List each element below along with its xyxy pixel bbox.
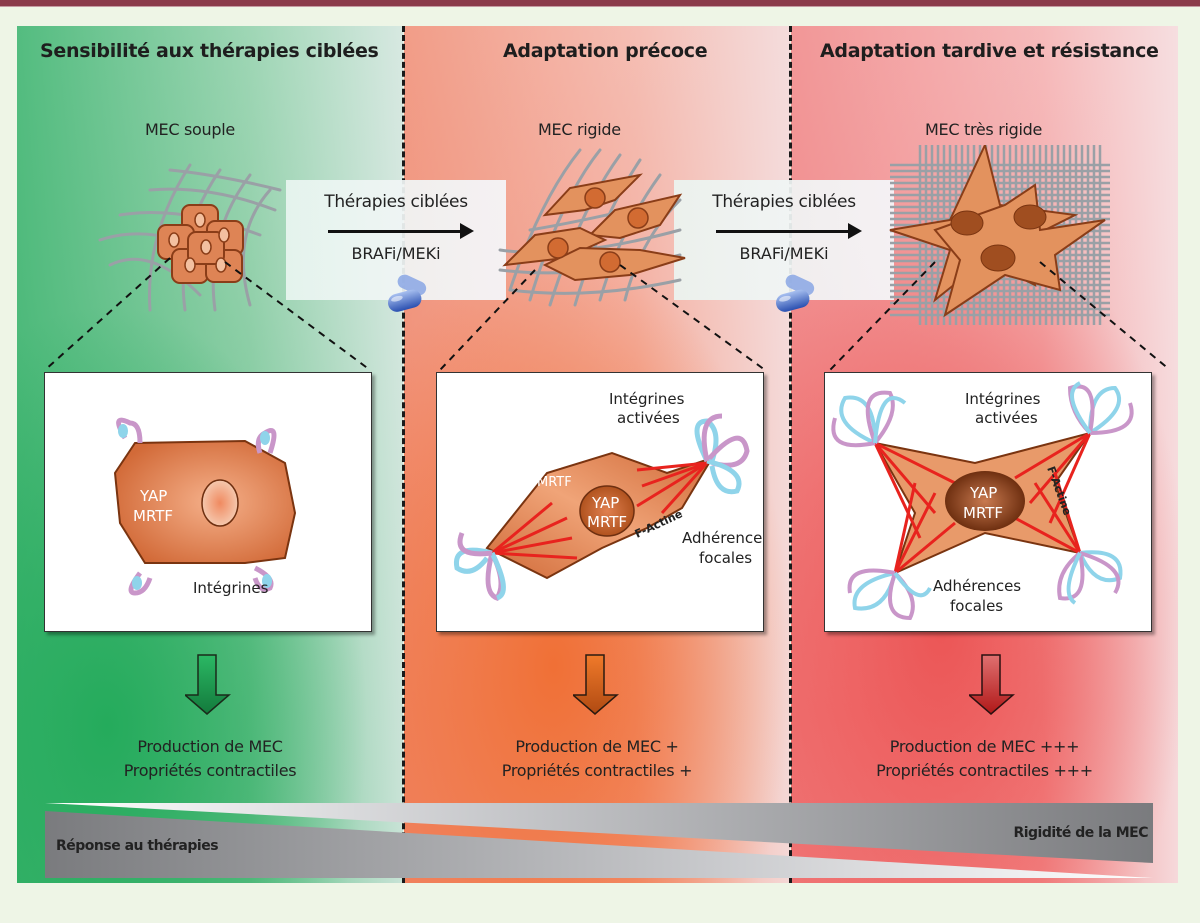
integrin-cluster-icon — [453, 413, 750, 601]
opposing-gradient-wedges — [45, 803, 1153, 878]
ecm-production: Production de MEC + — [515, 737, 679, 756]
contractile-properties: Propriétés contractiles + — [501, 761, 693, 780]
therapy-label: Thérapies ciblées — [324, 192, 468, 212]
outcome-text: Production de MEC + Propriétés contracti… — [404, 735, 790, 783]
integrins-activated-label: activées — [617, 409, 680, 427]
ecm-production: Production de MEC +++ — [889, 737, 1080, 756]
focal-adhesion-label: Adhérences — [933, 577, 1021, 595]
integrins-activated-label: Intégrines — [965, 390, 1041, 408]
header-bar — [0, 0, 1200, 7]
cell-cluster-very-rigid-ecm — [889, 145, 1110, 325]
inset-cell-rigid: YAP MRTF YAP MRTF Intégrines activées F-… — [436, 372, 764, 632]
contractile-properties: Propriétés contractiles — [123, 761, 297, 780]
integrin-cluster-icon — [831, 381, 1134, 621]
actin-fibers — [491, 461, 709, 560]
arrow-down-icon — [969, 654, 1015, 715]
drug-label: BRAFi/MEKi — [351, 244, 441, 263]
ecm-rigidity-wedge — [45, 803, 1153, 863]
nucleus — [945, 471, 1025, 531]
zoom-connector-lines — [44, 257, 1171, 371]
therapy-response-label: Réponse au thérapies — [56, 838, 219, 854]
stage-divider — [789, 26, 792, 883]
arrow-down-icon — [573, 654, 619, 715]
stage-title: Sensibilité aux thérapies ciblées — [40, 40, 379, 62]
therapy-label: Thérapies ciblées — [712, 192, 856, 212]
ecm-rigidity-label: Rigidité de la MEC — [1013, 825, 1148, 841]
focal-adhesion-label: focales — [699, 549, 752, 567]
mrtf-label: MRTF — [587, 513, 627, 531]
inset-cell-very-rigid: YAP MRTF Intégrines activées F-Actine Ad… — [824, 372, 1152, 632]
stage-title: Adaptation tardive et résistance — [820, 40, 1159, 62]
focal-adhesion-label: Adhérences — [682, 529, 764, 547]
yap-label: YAP — [591, 494, 619, 512]
outcome-text: Production de MEC Propriétés contractile… — [17, 735, 403, 783]
epithelial-cells — [157, 204, 244, 284]
therapy-transition-1: Thérapies ciblées BRAFi/MEKi — [286, 180, 506, 312]
ecm-label: MEC souple — [145, 120, 235, 139]
stage-title: Adaptation précoce — [503, 40, 708, 62]
mrtf-label: MRTF — [537, 475, 572, 490]
drug-label: BRAFi/MEKi — [739, 244, 829, 263]
integrin-icon — [116, 417, 277, 596]
cell-cluster-rigid-ecm — [498, 148, 686, 307]
arrow-right-icon — [716, 223, 862, 239]
integrins-activated-label: activées — [975, 409, 1038, 427]
focal-adhesion-label: focales — [950, 597, 1003, 615]
integrins-label: Intégrines — [193, 579, 269, 597]
arrow-down-icon — [185, 654, 231, 715]
integrins-activated-label: Intégrines — [609, 390, 685, 408]
yap-label: YAP — [139, 487, 167, 505]
therapy-transition-2: Thérapies ciblées BRAFi/MEKi — [674, 180, 894, 312]
inset-cell-soft: YAP MRTF Intégrines — [44, 372, 372, 632]
yap-label: YAP — [969, 484, 997, 502]
arrow-right-icon — [328, 223, 474, 239]
cell-cluster-soft-ecm — [98, 163, 282, 312]
mrtf-label: MRTF — [133, 507, 173, 525]
ecm-label: MEC rigide — [538, 120, 621, 139]
ecm-label: MEC très rigide — [925, 120, 1043, 139]
contractile-properties: Propriétés contractiles +++ — [876, 761, 1093, 780]
stage-divider — [402, 26, 405, 883]
nucleus — [579, 485, 635, 537]
nucleus — [201, 479, 239, 527]
yap-label: YAP — [541, 457, 566, 472]
actin-fibers — [873, 431, 1092, 575]
mrtf-label: MRTF — [963, 504, 1003, 522]
therapy-response-wedge — [45, 811, 1153, 878]
pill-capsule-icon — [387, 274, 427, 312]
pill-capsule-icon — [775, 274, 815, 312]
ecm-production: Production de MEC — [137, 737, 283, 756]
outcome-text: Production de MEC +++ Propriétés contrac… — [791, 735, 1178, 783]
